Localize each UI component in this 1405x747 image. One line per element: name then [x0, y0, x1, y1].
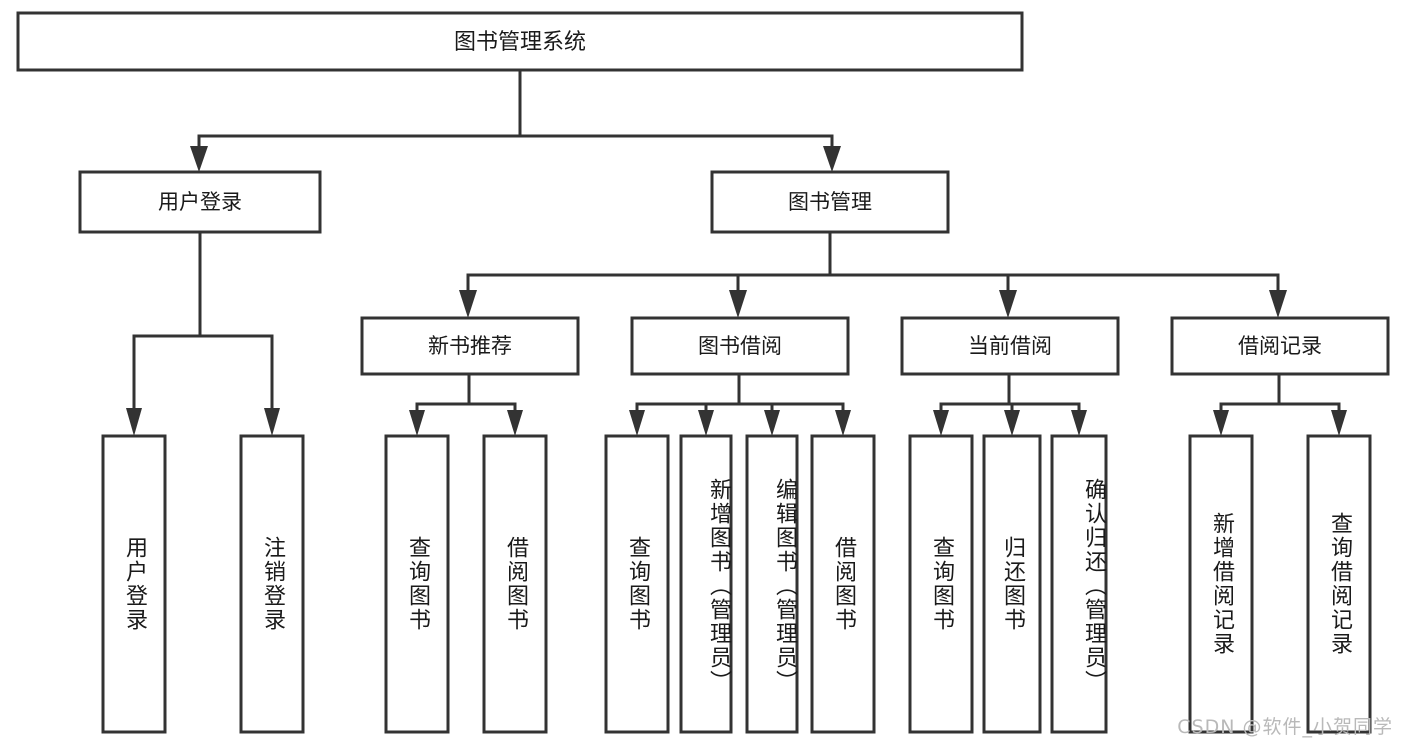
- connector-group-user-login: [126, 230, 280, 436]
- arrowhead-borrow-record: [1269, 290, 1287, 318]
- arrowhead-leaf-logout: [264, 408, 280, 436]
- node-borrow-record[interactable]: 借阅记录: [1170, 316, 1390, 376]
- node-new-book-rec[interactable]: 新书推荐: [360, 316, 580, 376]
- node-book-manage-box[interactable]: [710, 170, 950, 234]
- node-book-manage[interactable]: 图书管理: [710, 170, 950, 234]
- arrowhead-leaf-user-login: [126, 408, 142, 436]
- node-root-label: 图书管理系统: [454, 30, 586, 55]
- node-book-borrow[interactable]: 图书借阅: [630, 316, 850, 376]
- arrowhead-leaf-query-record: [1331, 410, 1347, 436]
- arrowhead-current-borrow: [999, 290, 1017, 318]
- arrowhead-leaf-query-book-2: [629, 410, 645, 436]
- node-borrow-record-box[interactable]: [1170, 316, 1390, 376]
- node-leaf-query-book-2-box[interactable]: [604, 434, 670, 734]
- arrowhead-leaf-borrow-book-1: [507, 410, 523, 436]
- node-user-login[interactable]: 用户登录: [78, 170, 322, 234]
- connector-group-root: [190, 68, 841, 172]
- connector-group-current-borrow: [933, 372, 1087, 436]
- node-leaf-add-book-box[interactable]: [679, 434, 733, 734]
- node-leaf-confirm-return-box[interactable]: [1050, 434, 1108, 734]
- node-user-login-label: 用户登录: [158, 190, 242, 214]
- arrowhead-leaf-return-book: [1004, 410, 1020, 436]
- arrowhead-leaf-add-book: [698, 410, 714, 436]
- connector-group-book-borrow: [629, 372, 851, 436]
- csdn-watermark: CSDN @软件_小贺同学: [1177, 716, 1393, 738]
- node-book-borrow-box[interactable]: [630, 316, 850, 376]
- arrowhead-leaf-borrow-book-2: [835, 410, 851, 436]
- node-leaf-borrow-book-1-box[interactable]: [482, 434, 548, 734]
- node-user-login-box[interactable]: [78, 170, 322, 234]
- node-current-borrow-box[interactable]: [900, 316, 1120, 376]
- arrowhead-leaf-edit-book: [764, 410, 780, 436]
- node-current-borrow-label: 当前借阅: [968, 334, 1052, 358]
- node-borrow-record-label: 借阅记录: [1238, 334, 1322, 358]
- node-book-borrow-label: 图书借阅: [698, 334, 782, 358]
- node-leaf-query-book-3-box[interactable]: [908, 434, 974, 734]
- leaf-node-boxes: [101, 434, 1372, 734]
- node-leaf-return-book-box[interactable]: [982, 434, 1042, 734]
- connector-group-new-book-rec: [409, 372, 523, 436]
- arrowhead-book-manage: [823, 146, 841, 172]
- node-new-book-rec-label: 新书推荐: [428, 334, 512, 358]
- node-new-book-rec-box[interactable]: [360, 316, 580, 376]
- node-leaf-add-record-box[interactable]: [1188, 434, 1254, 734]
- node-current-borrow[interactable]: 当前借阅: [900, 316, 1120, 376]
- connector-group-borrow-record: [1213, 372, 1347, 436]
- node-leaf-logout-box[interactable]: [239, 434, 305, 734]
- arrowhead-leaf-query-book-3: [933, 410, 949, 436]
- arrowhead-user-login: [190, 146, 208, 172]
- node-leaf-user-login-box[interactable]: [101, 434, 167, 734]
- arrowhead-new-book-rec: [459, 290, 477, 318]
- node-root[interactable]: 图书管理系统: [16, 11, 1024, 72]
- node-leaf-borrow-book-2-box[interactable]: [810, 434, 876, 734]
- arrowhead-leaf-add-record: [1213, 410, 1229, 436]
- node-leaf-edit-book-box[interactable]: [745, 434, 799, 734]
- node-leaf-query-book-1-box[interactable]: [384, 434, 450, 734]
- node-leaf-query-record-box[interactable]: [1306, 434, 1372, 734]
- node-root-box[interactable]: [16, 11, 1024, 72]
- arrowhead-book-borrow: [729, 290, 747, 318]
- node-book-manage-label: 图书管理: [788, 190, 872, 214]
- arrowhead-leaf-confirm-return: [1071, 410, 1087, 436]
- arrowhead-leaf-query-book-1: [409, 410, 425, 436]
- connector-group-book-manage: [459, 230, 1287, 318]
